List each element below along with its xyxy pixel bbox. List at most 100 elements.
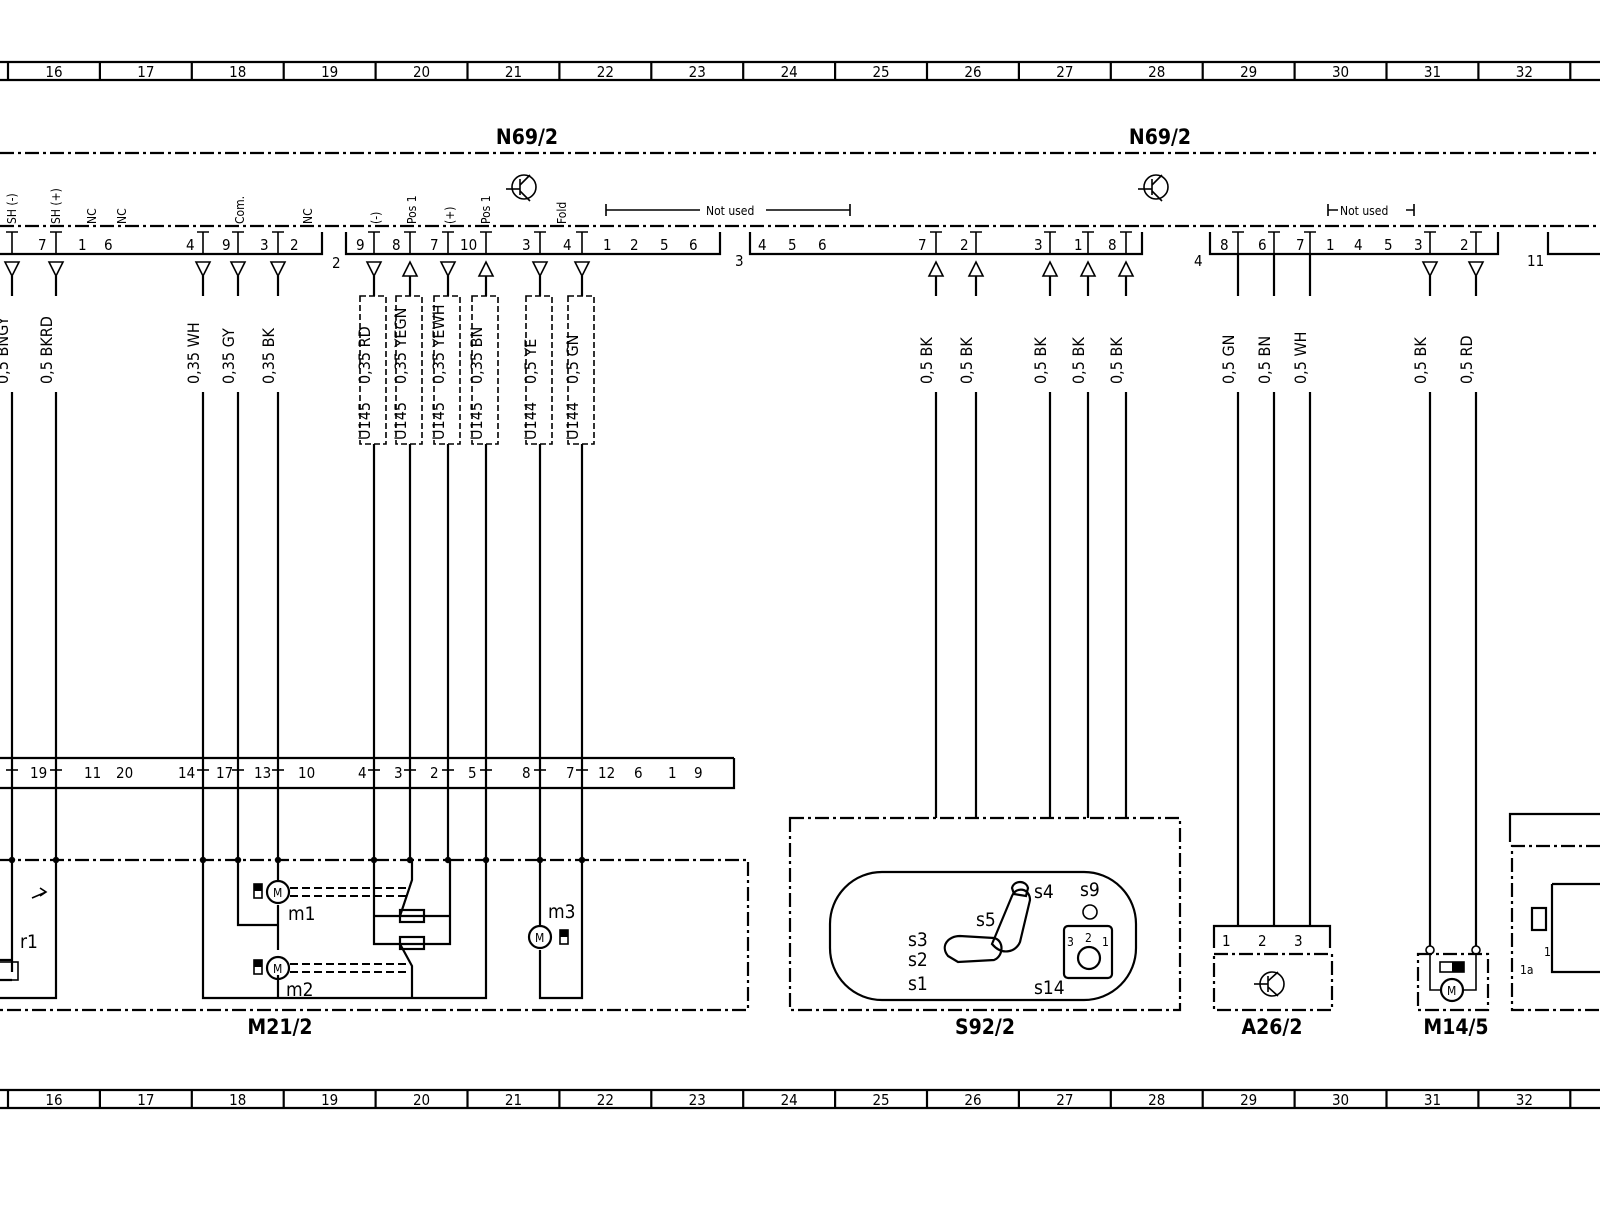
pin-number: 1	[1544, 945, 1551, 959]
pin-number: 2	[290, 236, 299, 254]
pin-number: 8	[1108, 236, 1117, 254]
s5-label: s5	[976, 909, 996, 931]
pin-number: 3	[394, 764, 403, 782]
pin-number: 7	[1296, 236, 1305, 254]
ruler-number: 19	[321, 1091, 338, 1109]
wire-label: 0,5 BK	[1031, 337, 1050, 384]
arrow-up-icon	[967, 260, 985, 277]
pin-number: 1	[1326, 236, 1335, 254]
ruler-number: 17	[137, 1091, 154, 1109]
ruler-number: 24	[781, 63, 798, 81]
arrow-down-icon	[365, 261, 383, 278]
pin-number: 4	[563, 236, 572, 254]
connector-strips: 2 3 4 1 1	[0, 232, 1600, 272]
junction-dot	[482, 856, 490, 864]
pin-number: 6	[104, 236, 113, 254]
pin-label: (-)	[369, 212, 383, 224]
ruler-number: 21	[505, 63, 522, 81]
wire-label: 0,5 BK	[957, 337, 976, 384]
wire-label: 0,35 BK	[259, 328, 278, 384]
motor-m-glyph: M	[273, 886, 282, 900]
wire-label: 0,5 BK	[1107, 337, 1126, 384]
wire: 0,5 BK	[1069, 231, 1097, 818]
ruler-number: 27	[1056, 63, 1073, 81]
wire-label: 0,35 RD	[355, 326, 374, 384]
pin-number: 1	[78, 236, 87, 254]
motor-m-glyph: M	[1447, 984, 1456, 998]
arrow-up-icon	[401, 260, 419, 277]
pin-number: 17	[216, 764, 233, 782]
pin-number: 8	[392, 236, 401, 254]
n69-title-right: N69/2	[1129, 125, 1191, 149]
ruler-number: 23	[689, 63, 706, 81]
pin-number: 3	[1414, 236, 1423, 254]
pin-terminal	[368, 231, 380, 254]
pin-terminal	[930, 231, 942, 254]
pin-number: 9	[222, 236, 231, 254]
wire: 0,5 GN	[1219, 231, 1244, 926]
mirror-selector	[1062, 924, 1114, 980]
ruler-number: 27	[1056, 1091, 1073, 1109]
arrow-down-icon	[1421, 261, 1439, 278]
pin-number: 2	[630, 236, 639, 254]
connector-2-pins: 9 8 7 10 3 4 1 2 5 6 (-) Pos 1 (+) Pos 1…	[356, 195, 851, 254]
motor-m-glyph: M	[273, 962, 282, 976]
ruler-number: 17	[137, 63, 154, 81]
wire: 0,5 RD	[1457, 231, 1485, 946]
s92-component: S92/2 s4 s5 s3 s2 s1 s9 s14 3 2 1	[788, 816, 1182, 1039]
pin-label: Fold	[555, 202, 569, 224]
pin-label: (+)	[443, 207, 457, 224]
wire-label: 0,5 BK	[1069, 337, 1088, 384]
junction-dot	[52, 856, 60, 864]
pin-number: 19	[30, 764, 47, 782]
ruler-number: 18	[229, 63, 246, 81]
pin-number: 7	[566, 764, 575, 782]
wire: 0,35 GY	[219, 231, 247, 860]
pin-terminal	[272, 231, 284, 254]
pin-terminal	[1470, 231, 1482, 254]
wire: 0,5 BN	[1255, 231, 1280, 926]
n69-title-left: N69/2	[496, 125, 558, 149]
pin-number: 10	[460, 236, 477, 254]
pin-number: 11	[84, 764, 101, 782]
connector-2-number: 2	[332, 254, 341, 272]
pin-label: NC	[85, 208, 99, 224]
s3-label: s3	[908, 929, 928, 951]
wire: 0,35 BK	[259, 231, 287, 860]
transistor-icon	[506, 174, 537, 202]
pin-terminal	[1232, 231, 1244, 254]
s2-label: s2	[908, 949, 928, 971]
ruler-number: 32	[1516, 63, 1533, 81]
wire-label: 0,5 YE	[521, 339, 540, 384]
s14-label: s14	[1034, 977, 1065, 999]
ruler-number: 19	[321, 63, 338, 81]
pin-number: 3	[1034, 236, 1043, 254]
pin-number: 7	[918, 236, 927, 254]
pin-terminal	[1304, 231, 1316, 254]
pin-number: 14	[178, 764, 195, 782]
m3-label: m3	[548, 901, 576, 923]
wire-code: U144	[563, 402, 582, 440]
wire: 0,5 BK	[1411, 231, 1439, 946]
pin-number: 6	[1258, 236, 1267, 254]
pin-number: 2	[1085, 931, 1092, 945]
ruler-number: 18	[229, 1091, 246, 1109]
ruler-number: 24	[781, 1091, 798, 1109]
pin-number: 4	[186, 236, 195, 254]
wire-label: 0,5 GN	[1219, 335, 1238, 384]
wire-label: 0,5 BN	[1255, 336, 1274, 384]
pin-terminal	[232, 231, 244, 254]
transistor-icon	[1254, 971, 1285, 997]
m14-component: M M14/5	[1416, 945, 1490, 1039]
switch-panel	[828, 870, 1138, 1002]
m21-component: M21/2 r1 M m1 M m2 M m3	[0, 856, 750, 1039]
arrow-down-icon	[229, 261, 247, 278]
pin-number: 1	[1074, 236, 1083, 254]
